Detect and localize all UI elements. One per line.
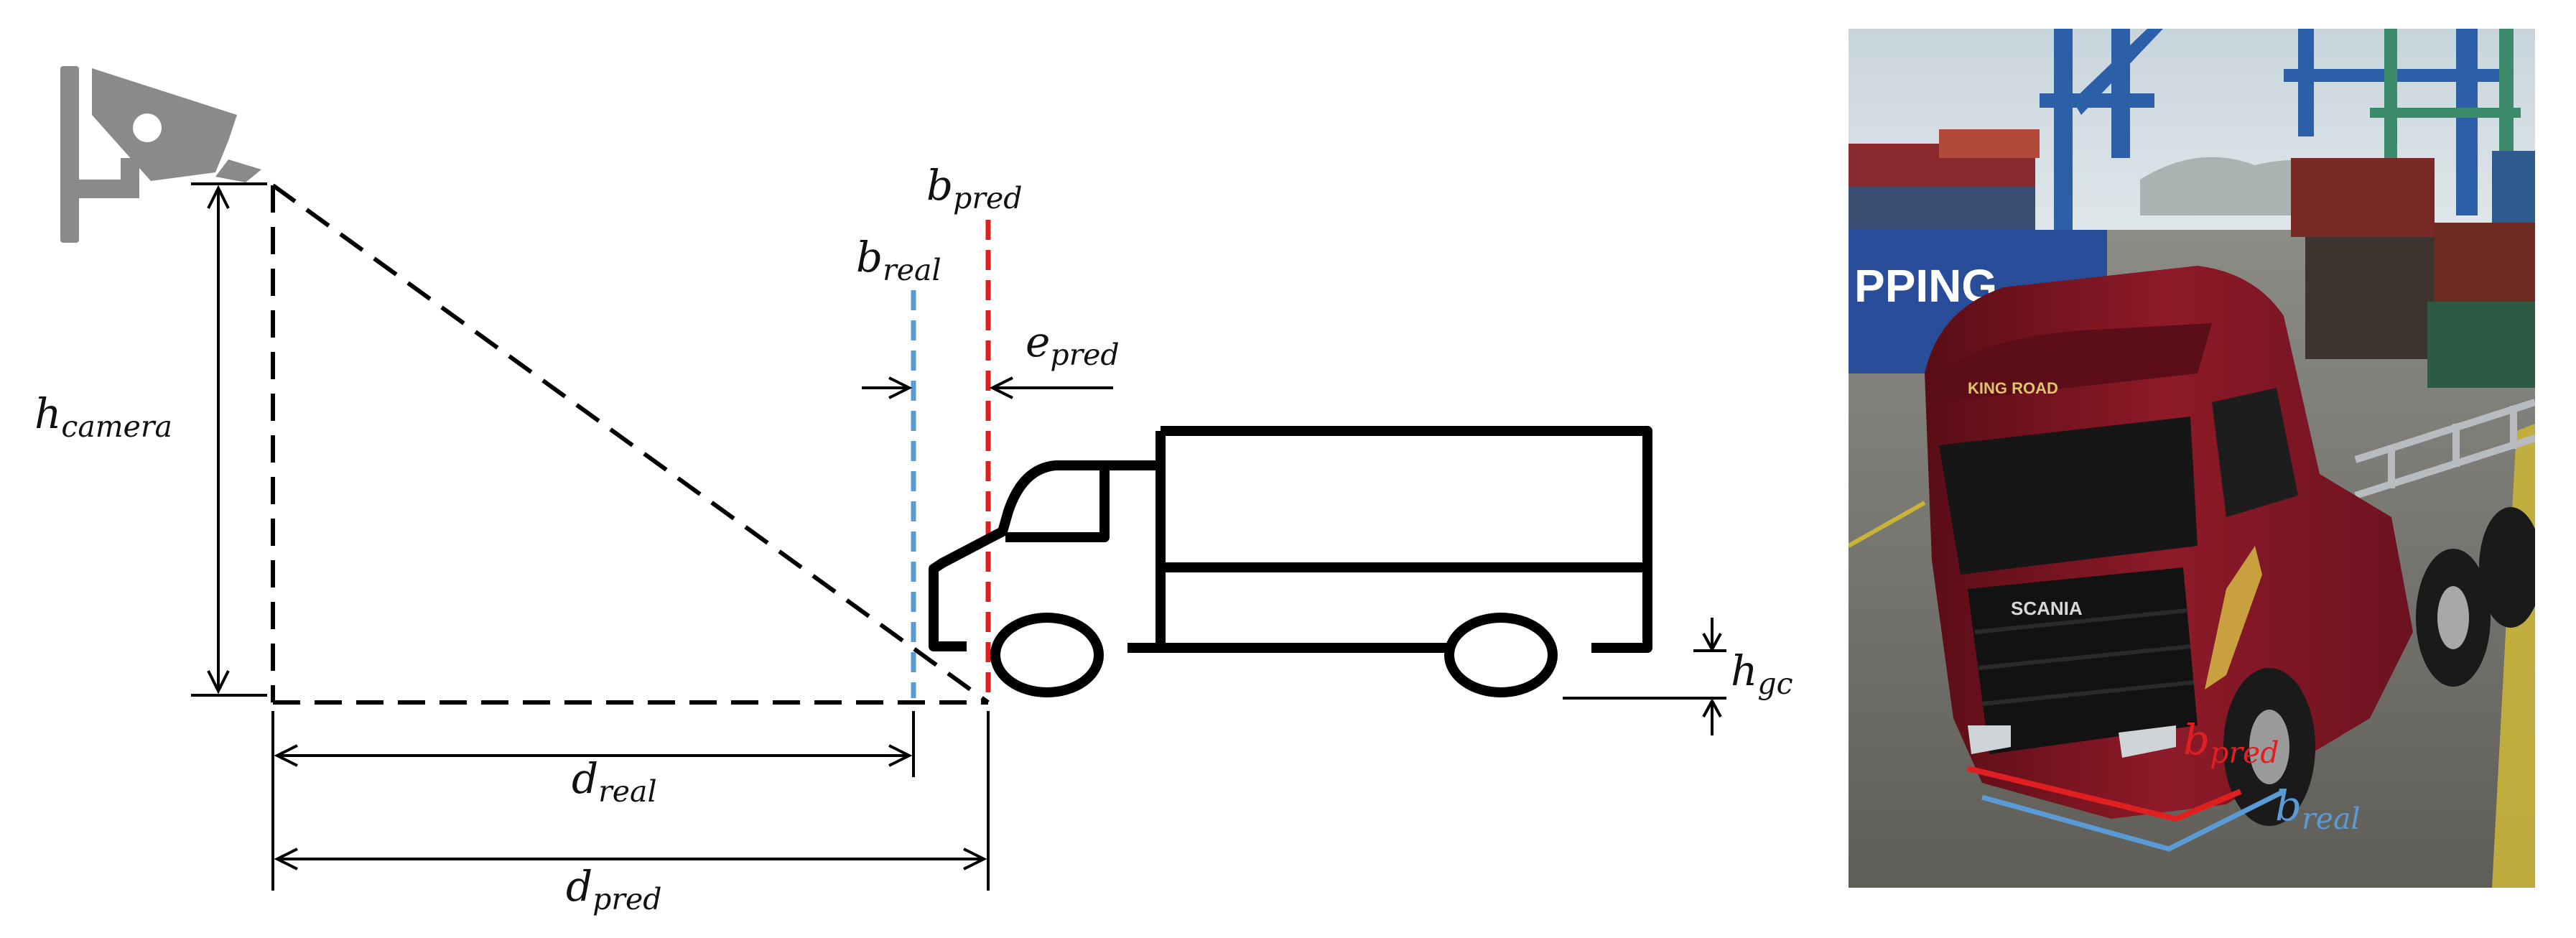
h-camera-label: hcamera [34,389,172,444]
photo-grille-text: SCANIA [2011,598,2083,619]
e-pred-dimension [862,376,1113,399]
photo-b-pred-label: bpred [2183,715,2279,770]
box-truck-icon [929,426,1652,697]
truck-photo: PPING [1849,29,2535,888]
d-pred-label: dpred [566,862,662,916]
e-pred-label: epred [1026,317,1120,372]
camera-ray-dashed-line [271,183,990,705]
d-real-label: dreal [572,754,657,809]
front-wheel [990,613,1104,697]
photo-b-real-line [1981,789,2285,852]
photo-b-pred-line [1967,766,2242,822]
sight-triangle [271,183,990,705]
schematic-diagram: hcamera bpred breal epred [34,66,1793,916]
rear-wheel [1444,613,1558,697]
photo-visor-text: KING ROAD [1968,379,2058,397]
photo-b-real-label: breal [2275,781,2361,836]
distance-dimensions [271,711,990,891]
cctv-camera-icon [60,66,261,243]
b-pred-label: bpred [926,161,1023,215]
h-gc-dimension [1563,618,1726,735]
b-real-label: breal [856,233,941,287]
h-gc-label: hgc [1731,646,1793,701]
h-camera-dimension [191,182,267,697]
